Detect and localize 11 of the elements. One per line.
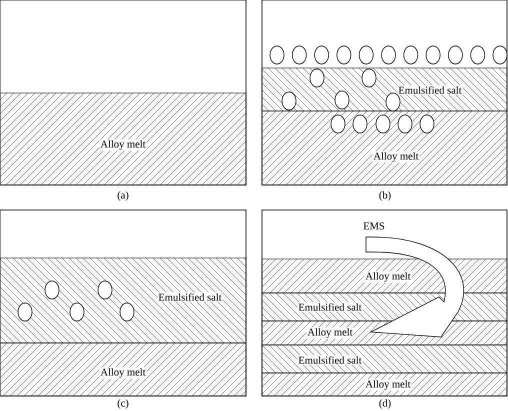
layer-band: Alloy melt xyxy=(262,372,508,396)
arrow-label: EMS xyxy=(364,222,384,230)
layer-band: Emulsified salt xyxy=(262,344,508,374)
layer-band: Alloy melt xyxy=(262,110,508,186)
panel-caption: (d) xyxy=(379,399,391,409)
layer-band: Alloy melt xyxy=(0,342,246,396)
layer-band: Emulsified salt xyxy=(262,68,508,112)
layer-band: Alloy melt xyxy=(262,258,508,294)
layer-band: Alloy melt xyxy=(0,92,246,186)
panel-caption: (b) xyxy=(379,191,391,201)
layer-band: Emulsified salt xyxy=(0,258,246,344)
